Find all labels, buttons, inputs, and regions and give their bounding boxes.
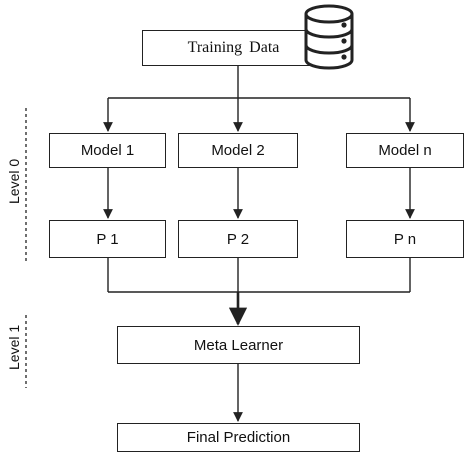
p-1-box: P 1 (49, 220, 166, 258)
p-2-box: P 2 (178, 220, 298, 258)
training-data-box: Training Data (142, 30, 325, 66)
model-2-label: Model 2 (211, 142, 265, 159)
level-1-label: Level 1 (6, 324, 22, 370)
p-n-box: P n (346, 220, 464, 258)
p-n-label: P n (393, 230, 417, 248)
p-1-label: P 1 (96, 230, 119, 248)
model-1-label: Model 1 (80, 142, 135, 159)
database-icon (304, 4, 354, 70)
p-2-label: P 2 (226, 230, 250, 248)
model-1-box: Model 1 (49, 133, 166, 168)
model-n-box: Model n (346, 133, 464, 168)
model-n-label: Model n (378, 142, 432, 159)
meta-learner-box: Meta Learner (117, 326, 360, 364)
meta-learner-label: Meta Learner (193, 336, 284, 354)
level-0-label: Level 0 (6, 158, 22, 204)
final-prediction-box: Final Prediction (117, 423, 360, 452)
training-data-label: Training Data (187, 39, 280, 56)
model-2-box: Model 2 (178, 133, 298, 168)
final-prediction-label: Final Prediction (186, 429, 291, 446)
